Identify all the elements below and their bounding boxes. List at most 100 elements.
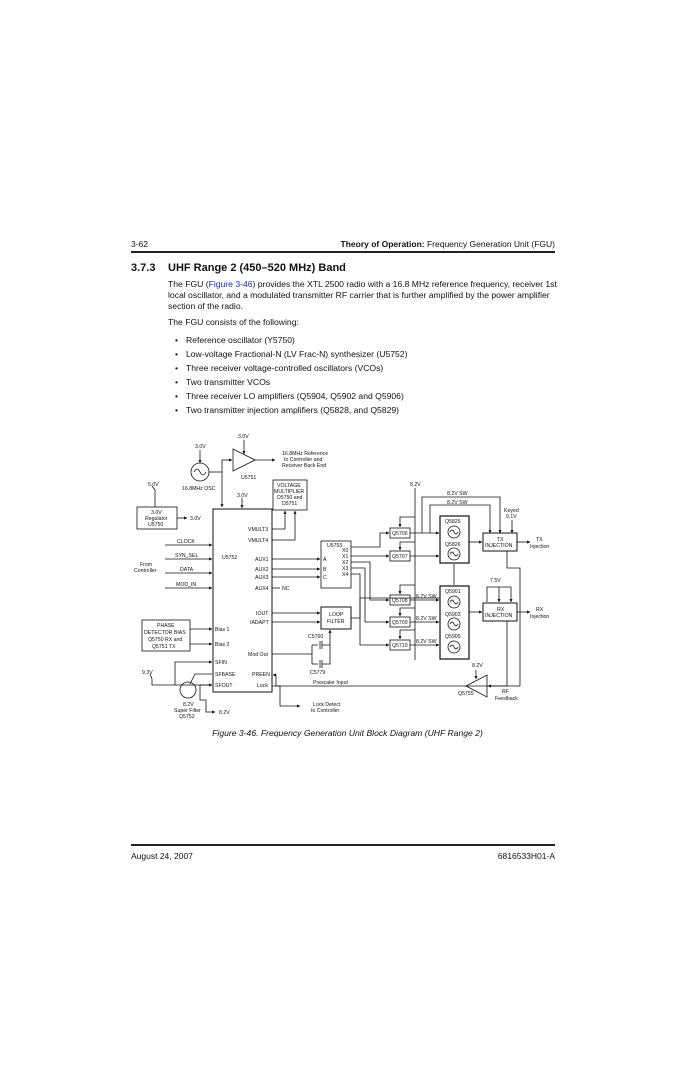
label: Lock: [257, 683, 268, 689]
label: Q5901: [445, 589, 461, 595]
label: MOD_IN: [176, 582, 196, 588]
label: 5.0V: [148, 482, 159, 488]
label: to Controller: [311, 708, 340, 714]
figure-link[interactable]: Figure 3-46: [208, 279, 253, 289]
label: SFIN: [215, 660, 227, 666]
transistor-q5752: [179, 681, 197, 699]
diagram-labels: 3.0V 3.0V 16.8MHz OSC U5751 16.8MHz Refe…: [134, 434, 549, 720]
intro-paragraph: The FGU (Figure 3-46) provides the XTL 2…: [168, 279, 558, 312]
label: Q5710: [392, 643, 408, 649]
sine-icon: [193, 468, 207, 476]
footer-date: August 24, 2007: [131, 851, 193, 861]
label: RX: [497, 607, 505, 613]
running-header: Theory of Operation: Frequency Generatio…: [341, 239, 555, 249]
label: X1: [342, 554, 348, 560]
label: SFOUT: [215, 683, 233, 689]
label: 8.2V: [410, 482, 421, 488]
label: NC: [282, 586, 290, 592]
phase-detector-bias-block: [141, 619, 191, 652]
label: 8.2V: [219, 710, 230, 716]
label: Q5825: [445, 519, 461, 525]
label: 3.0V: [237, 493, 248, 499]
label: DETECTOR BIAS: [144, 630, 186, 636]
label: 8.2V: [183, 702, 194, 708]
label: Bias 2: [215, 642, 230, 648]
label: 16.8MHz Reference: [282, 451, 328, 457]
label: C5760: [308, 634, 323, 640]
label: 16.8MHz OSC: [182, 486, 216, 492]
label: A: [323, 557, 327, 563]
label: TX: [497, 537, 504, 543]
label: X3: [342, 566, 348, 572]
label: C: [323, 575, 327, 581]
label: Injection: [530, 544, 549, 550]
label: Feedback: [495, 696, 518, 702]
label: From: [140, 562, 152, 568]
intro-text-start: The FGU (: [168, 279, 209, 289]
amplifier-u5751: [232, 448, 256, 472]
label: Q5826: [445, 542, 461, 548]
label: D5750 and: [277, 495, 302, 501]
section-number: 3.7.3: [131, 262, 156, 274]
list-item: Three receiver voltage-controlled oscill…: [168, 361, 558, 375]
label: 9.3V: [142, 670, 153, 676]
label: Keyed: [504, 508, 519, 514]
label: SYN_SEL: [175, 553, 198, 559]
label: RF: [502, 689, 509, 695]
label: AUX2: [255, 567, 269, 573]
label: RX: [536, 607, 544, 613]
label: LOOP: [329, 612, 344, 618]
label: 8.2V SW: [416, 639, 437, 645]
label: 8.2V SW: [447, 500, 468, 506]
label: VOLTAGE: [277, 483, 301, 489]
intro-text-end: ) provides the XTL 2500 radio with a 16.…: [168, 279, 557, 311]
label: AUX1: [255, 557, 269, 563]
label: Super Filter: [174, 708, 201, 714]
label: Q5905: [445, 634, 461, 640]
label: U5753: [327, 543, 342, 549]
list-intro: The FGU consists of the following:: [168, 317, 299, 327]
synthesizer-u5752: [212, 508, 273, 693]
fgu-block-diagram: 3.0V 3.0V 16.8MHz OSC U5751 16.8MHz Refe…: [134, 434, 549, 720]
label: Q5708: [392, 598, 408, 604]
label: 9.1V: [506, 514, 517, 520]
list-item: Two transmitter VCOs: [168, 375, 558, 389]
amplifier-q5755: [465, 674, 488, 698]
label: Q5709: [392, 620, 408, 626]
label: X2: [342, 560, 348, 566]
label: CLOCK: [177, 539, 195, 545]
label: Injection: [530, 614, 549, 620]
voltage-multiplier-block: [272, 479, 308, 511]
label: D5751: [282, 501, 297, 507]
figure-caption: Figure 3-46. Frequency Generation Unit B…: [212, 728, 483, 738]
loop-filter-block: [320, 606, 352, 630]
label: Prescaler Input: [313, 680, 348, 686]
label: C5779: [310, 670, 325, 676]
label: 3.0V: [238, 434, 249, 440]
list-item: Low-voltage Fractional-N (LV Frac-N) syn…: [168, 347, 558, 361]
label: TX: [536, 537, 543, 543]
label: B: [323, 567, 327, 573]
running-header-section: Theory of Operation:: [340, 239, 425, 249]
label: Q5706: [392, 531, 408, 537]
label: VMULT4: [248, 538, 268, 544]
label: Receiver Back End: [282, 463, 326, 469]
label: to Controller and: [284, 457, 322, 463]
switch-u5753: [320, 540, 352, 589]
list-item: Reference oscillator (Y5750): [168, 333, 558, 347]
label: 3.0V: [151, 510, 162, 516]
label: Q5707: [392, 554, 408, 560]
list-item: Two transmitter injection amplifiers (Q5…: [168, 403, 558, 417]
label: IADAPT: [250, 620, 270, 626]
component-list: Reference oscillator (Y5750) Low-voltage…: [168, 333, 558, 417]
section-title: UHF Range 2 (450–520 MHz) Band: [168, 262, 346, 274]
label: Mod Out: [248, 652, 268, 658]
list-item: Three receiver LO amplifiers (Q5904, Q59…: [168, 389, 558, 403]
label: Regulator: [145, 516, 168, 522]
label: AUX4: [255, 586, 269, 592]
label: IOUT: [256, 611, 269, 617]
rx-vco-block: [439, 585, 470, 660]
label: U5752: [222, 555, 237, 561]
label: 3.0V: [190, 516, 201, 522]
page-number: 3-62: [131, 239, 149, 249]
